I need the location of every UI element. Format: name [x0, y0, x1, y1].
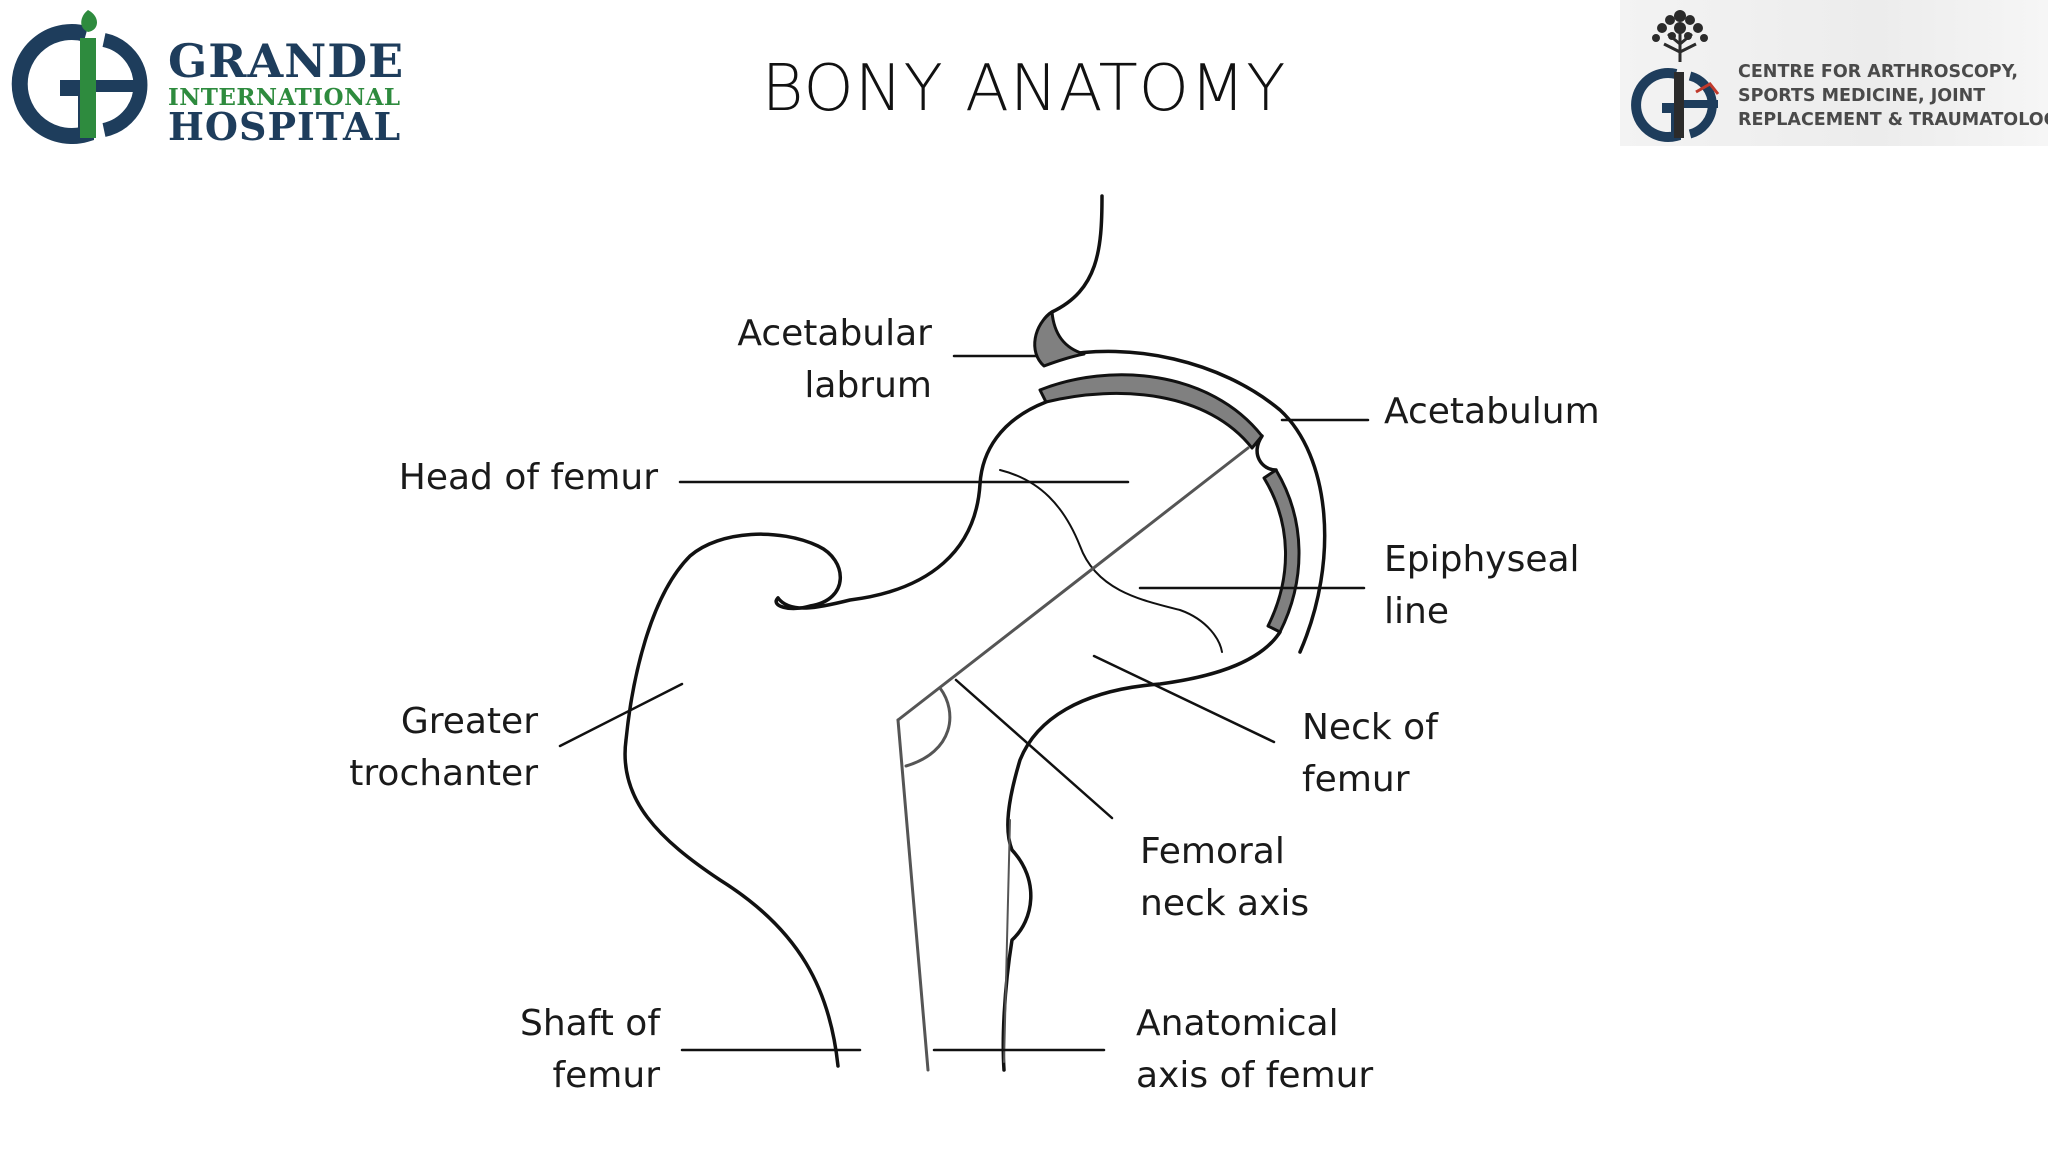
centre-logo: CENTRE FOR ARTHROSCOPY, SPORTS MEDICINE,…: [1620, 0, 2048, 146]
epiphyseal-line: [999, 469, 1223, 653]
label-greater-trochanter: Greater trochanter: [349, 701, 538, 794]
greater-trochanter-outline: [623, 532, 842, 1068]
femoral-head-right: [1001, 434, 1282, 1072]
label-epiphyseal-line: Epiphyseal line: [1384, 539, 1580, 632]
medial-cortex-line: [1003, 819, 1011, 1063]
femoral-head-outline: [776, 400, 1048, 610]
brand-name-grande: GRANDE: [168, 34, 405, 88]
label-femoral-neck-axis: Femoral neck axis: [1140, 831, 1310, 924]
centre-name-line2: SPORTS MEDICINE, JOINT: [1738, 86, 1986, 106]
pelvis-outline: [1038, 194, 1327, 654]
acetabular-cartilage-right: [1262, 468, 1301, 634]
centre-name-line1: CENTRE FOR ARTHROSCOPY,: [1738, 62, 2019, 82]
label-acetabular-labrum: Acetabular labrum: [737, 313, 932, 406]
grande-gih-logo-icon: [11, 10, 148, 144]
acetabular-cartilage-upper: [1038, 373, 1264, 450]
slide-title: BONY ANATOMY: [761, 52, 1287, 126]
leader-femoral-neck-axis: [954, 678, 1114, 820]
centre-name-line3: REPLACEMENT & TRAUMATOLOGY: [1738, 110, 2048, 130]
brand-name-international: INTERNATIONAL: [168, 84, 401, 111]
brand-name-hospital: HOSPITAL: [168, 104, 402, 149]
label-neck-of-femur: Neck of femur: [1302, 707, 1438, 800]
tree-gih-logo-icon: [1631, 10, 1720, 142]
neck-shaft-angle-arc: [904, 686, 952, 768]
label-shaft-of-femur: Shaft of femur: [519, 1003, 660, 1096]
grande-hospital-logo: GRANDE INTERNATIONAL HOSPITAL: [8, 4, 408, 149]
anatomical-axis-line: [896, 718, 930, 1072]
acetabular-labrum-shape: [1033, 310, 1086, 368]
label-anatomical-axis: Anatomical axis of femur: [1136, 1003, 1374, 1096]
label-acetabulum: Acetabulum: [1384, 391, 1600, 432]
leader-neck-of-femur: [1092, 654, 1276, 744]
label-head-of-femur: Head of femur: [398, 457, 658, 498]
leader-greater-trochanter: [558, 682, 684, 748]
femoral-neck-axis-line: [896, 446, 1250, 722]
